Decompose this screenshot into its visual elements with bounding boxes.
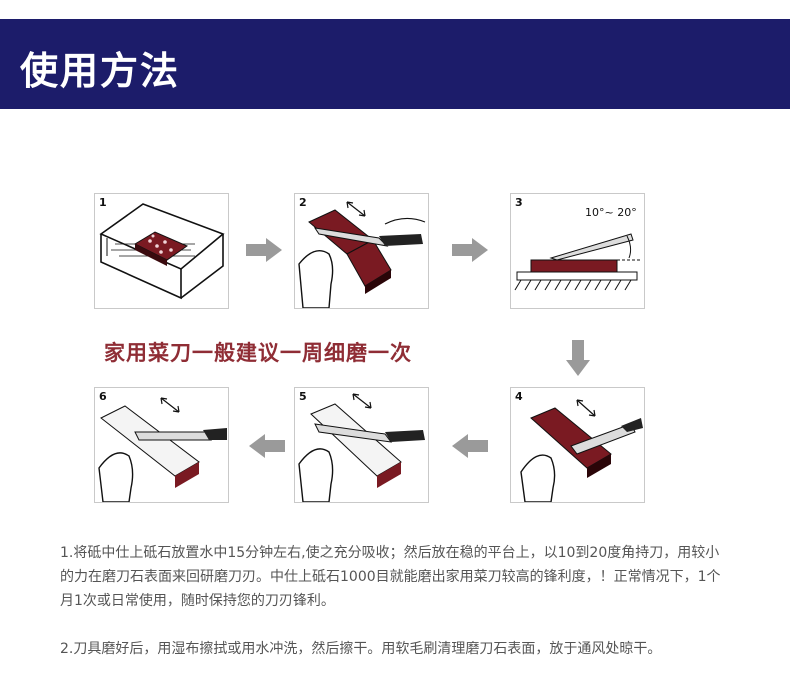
arrow-left-icon <box>249 434 285 458</box>
sharpening-illustration <box>520 399 643 502</box>
step-1-panel: 1 <box>94 193 229 309</box>
step-2-number: 2 <box>299 196 307 209</box>
arrow-left-icon <box>452 434 488 458</box>
step-3-number: 3 <box>515 196 523 209</box>
step-5-number: 5 <box>299 390 307 403</box>
sharpening-illustration <box>298 201 426 308</box>
instruction-paragraph-1: 1.将砥中仕上砥石放置水中15分钟左右,使之充分吸收；然后放在稳的平台上，以10… <box>60 545 721 609</box>
step-3-panel: 3 10°~ 20° <box>510 193 645 309</box>
recommendation-text: 家用菜刀一般建议一周细磨一次 <box>104 341 412 365</box>
soaking-stone-illustration <box>99 203 225 300</box>
step-4-panel: 4 <box>510 387 645 503</box>
angle-diagram <box>514 233 641 291</box>
step-5-panel: 5 <box>294 387 429 503</box>
angle-label: 10°~ 20° <box>585 206 637 219</box>
header-banner: 使用方法 <box>0 19 790 109</box>
page-title: 使用方法 <box>20 49 181 93</box>
step-2-panel: 2 <box>294 193 429 309</box>
arrow-right-icon <box>452 238 488 262</box>
arrow-right-icon <box>246 238 282 262</box>
sharpening-illustration <box>298 393 425 502</box>
step-6-number: 6 <box>99 390 107 403</box>
step-6-panel: 6 <box>94 387 229 503</box>
sharpening-illustration <box>98 397 227 502</box>
step-4-number: 4 <box>515 390 523 403</box>
instruction-paragraph-2: 2.刀具磨好后，用湿布擦拭或用水冲洗，然后擦干。用软毛刷清理磨刀石表面，放于通风… <box>60 641 662 657</box>
arrow-down-icon <box>566 340 590 376</box>
step-1-number: 1 <box>99 196 107 209</box>
